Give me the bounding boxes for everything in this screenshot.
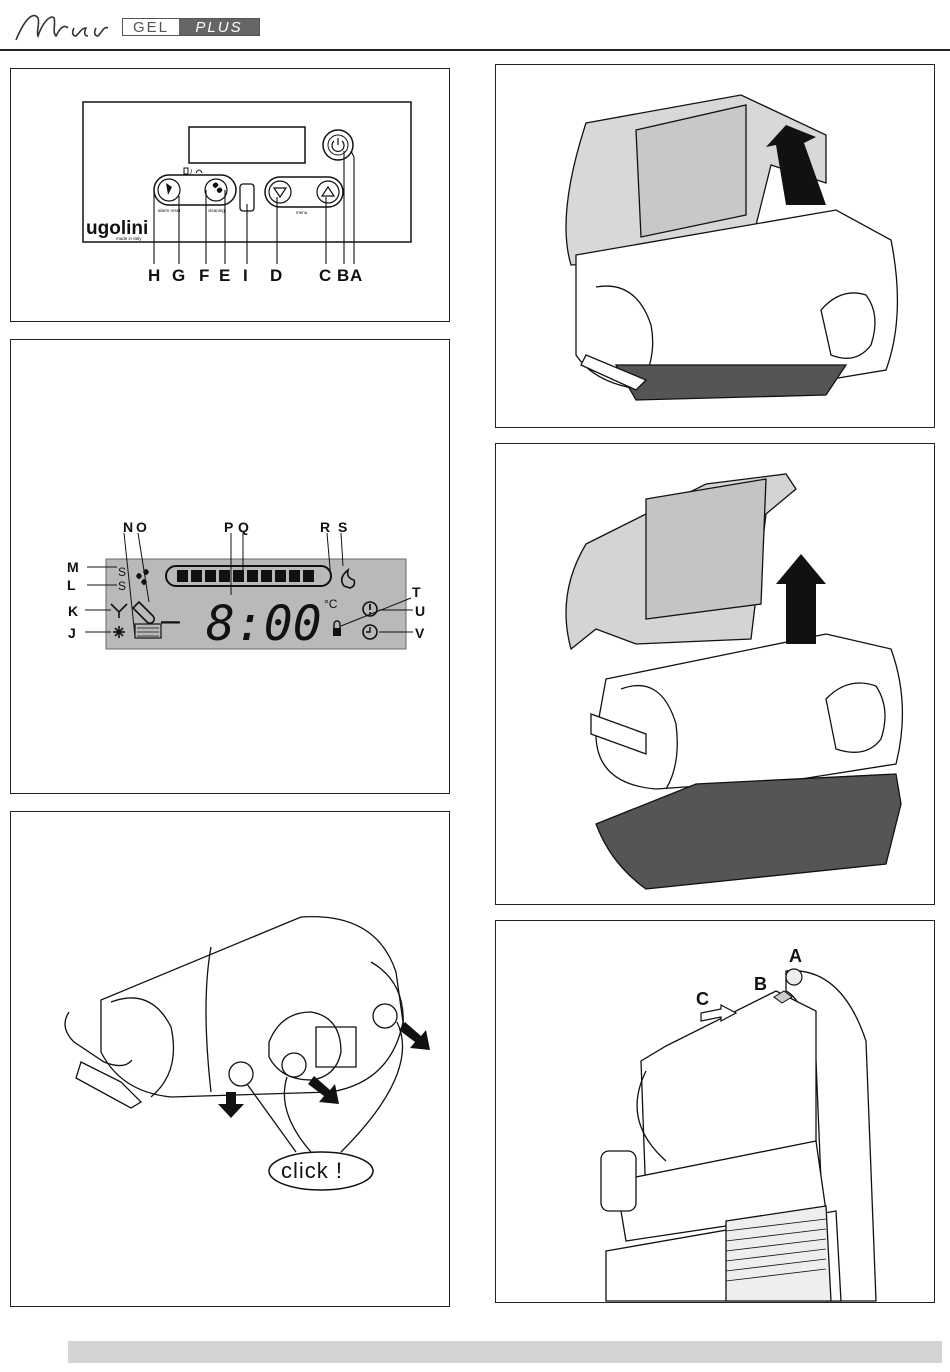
alarm-reset-label: alarm reset xyxy=(158,208,181,213)
cleaning-button xyxy=(205,179,227,201)
callout-j: J xyxy=(68,625,76,641)
callout-h: H xyxy=(148,266,160,285)
callout-a: A xyxy=(350,266,362,285)
callout-f: F xyxy=(199,266,209,285)
callout-a: A xyxy=(789,946,802,966)
callout-b: B xyxy=(337,266,349,285)
callout-d: D xyxy=(270,266,282,285)
lock-icon xyxy=(333,628,341,636)
lcd-unit: °C xyxy=(324,597,338,611)
panel-control-buttons: / alarm reset cleaning menu ugolini made… xyxy=(10,68,450,322)
lift-cover-drawing xyxy=(496,65,936,429)
brand-gel: GEL xyxy=(123,19,179,35)
exploded-view-drawing xyxy=(496,444,936,906)
svg-text:Mini: Mini xyxy=(22,43,26,45)
up-arrow-icon xyxy=(776,554,826,644)
cleaning-label: cleaning xyxy=(208,208,225,213)
callout-i: I xyxy=(243,266,248,285)
callout-e: E xyxy=(219,266,230,285)
header-rule xyxy=(0,49,950,51)
footer-mark xyxy=(58,1341,68,1363)
menu-label: menu xyxy=(296,210,308,215)
callout-p: P xyxy=(224,519,233,535)
callout-q: Q xyxy=(238,519,249,535)
callout-v: V xyxy=(415,625,425,641)
cover-click-drawing: click ! xyxy=(11,812,451,1308)
lcd-minus: – xyxy=(161,601,180,639)
footer-bar xyxy=(58,1341,942,1363)
panel-display-legend: S S – 8:00 °C xyxy=(10,339,450,794)
brand-plus: PLUS xyxy=(179,19,259,35)
assembly-drawing: A B C xyxy=(496,921,936,1304)
up-button xyxy=(317,181,339,203)
s-mark-m: S xyxy=(118,565,126,579)
lcd-display-drawing: S S – 8:00 °C xyxy=(11,340,451,795)
panel-lift-cover xyxy=(495,64,935,428)
callout-r: R xyxy=(320,519,330,535)
control-panel-drawing: / alarm reset cleaning menu ugolini made… xyxy=(11,69,451,323)
ugolini-brand-sub: made in Italy xyxy=(116,236,142,241)
callout-g: G xyxy=(172,266,185,285)
panel-cover-click: click ! xyxy=(10,811,450,1307)
callout-k: K xyxy=(68,603,78,619)
callout-s: S xyxy=(338,519,347,535)
callout-u: U xyxy=(415,603,425,619)
mini-logo: Mini xyxy=(12,6,122,46)
callout-l: L xyxy=(67,577,76,593)
callout-n: N xyxy=(123,519,133,535)
callout-c: C xyxy=(319,266,331,285)
callout-c: C xyxy=(696,989,709,1009)
lcd-digits: 8:00 xyxy=(206,596,322,652)
callout-m: M xyxy=(67,559,79,575)
callout-b: B xyxy=(754,974,767,994)
brand-gelplus: GEL PLUS xyxy=(122,18,260,36)
callout-o: O xyxy=(136,519,147,535)
down-button xyxy=(269,181,291,203)
panel-exploded-view xyxy=(495,443,935,905)
callout-t: T xyxy=(412,584,421,600)
s-mark-l: S xyxy=(118,579,126,593)
click-label: click ! xyxy=(281,1158,343,1183)
panel-assembly-abc: A B C xyxy=(495,920,935,1303)
